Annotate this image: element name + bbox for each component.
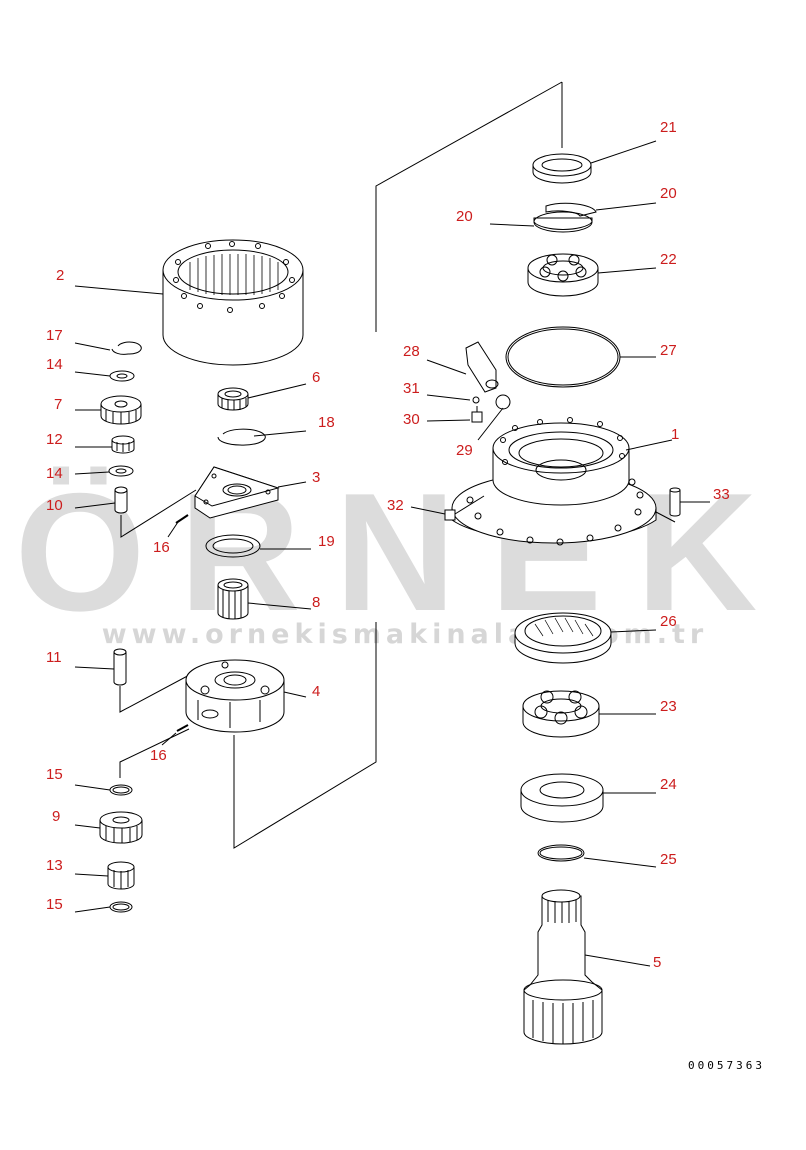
ring-gear-part [162,239,304,366]
callout-17: 17 [46,327,63,344]
washer-14b [108,465,134,477]
thrust-ring-24 [520,773,604,823]
needle-bearing-13 [107,861,135,890]
spring-pin-16a [175,514,189,524]
callout-22: 22 [660,251,677,268]
o-ring-25 [537,844,585,862]
callout-32: 32 [387,497,404,514]
group-boundary-line-lower [233,622,377,849]
callout-33: 33 [713,486,730,503]
callout-4: 4 [312,683,321,700]
callout-8: 8 [312,594,321,611]
callout-18: 18 [318,414,335,431]
ball-29 [495,394,511,410]
document-code: 00057363 [688,1059,765,1072]
planet-gear-9 [99,811,143,844]
callout-9: 9 [52,808,61,825]
callout-16: 16 [150,747,167,764]
roller-bearing-23 [522,690,600,738]
callout-16: 16 [153,539,170,556]
part-31 [472,396,480,404]
thrust-washer-19 [205,534,261,558]
bearing-race-26 [514,612,612,664]
dowel-pin-33 [669,487,681,517]
callout-12: 12 [46,431,63,448]
washer-14a [109,370,135,382]
planet-carrier-3 [194,466,280,519]
callout-21: 21 [660,119,677,136]
roller-bearing-22 [527,253,599,297]
callout-27: 27 [660,342,677,359]
snap-ring-17 [111,341,142,355]
callout-2: 2 [56,267,65,284]
callout-28: 28 [403,343,420,360]
bearing-6 [217,387,249,411]
callout-31: 31 [403,380,420,397]
planet-gear-7 [100,395,142,425]
plug-30 [471,406,483,423]
spring-pin-16b [176,724,189,732]
o-ring-27 [505,326,621,388]
pinion-shaft-5 [523,889,603,1045]
callout-11: 11 [46,649,62,666]
callout-29: 29 [456,442,473,459]
planet-carrier-4 [185,659,285,733]
callout-25: 25 [660,851,677,868]
snap-ring-18 [217,428,266,446]
housing-1 [451,417,657,546]
callout-6: 6 [312,369,321,386]
pin-11 [113,648,127,686]
group-boundary-line [375,81,563,332]
fitting-28 [465,341,499,393]
callout-15: 15 [46,896,63,913]
callout-14: 14 [46,465,63,482]
callout-19: 19 [318,533,335,550]
callout-23: 23 [660,698,677,715]
callout-26: 26 [660,613,677,630]
callout-14: 14 [46,356,63,373]
callout-20: 20 [456,208,473,225]
callout-30: 30 [403,411,420,428]
callout-13: 13 [46,857,63,874]
callout-10: 10 [46,497,63,514]
sun-gear-8 [217,578,249,620]
callout-5: 5 [653,954,662,971]
callout-7: 7 [54,396,63,413]
callout-1: 1 [671,426,680,443]
needle-bearing-12 [111,435,135,454]
seal-21 [532,153,592,184]
plug-32 [444,509,456,521]
split-ring-20 [533,202,597,233]
callout-3: 3 [312,469,321,486]
callout-20: 20 [660,185,677,202]
callout-24: 24 [660,776,677,793]
pin-10 [114,486,128,514]
callout-15: 15 [46,766,63,783]
